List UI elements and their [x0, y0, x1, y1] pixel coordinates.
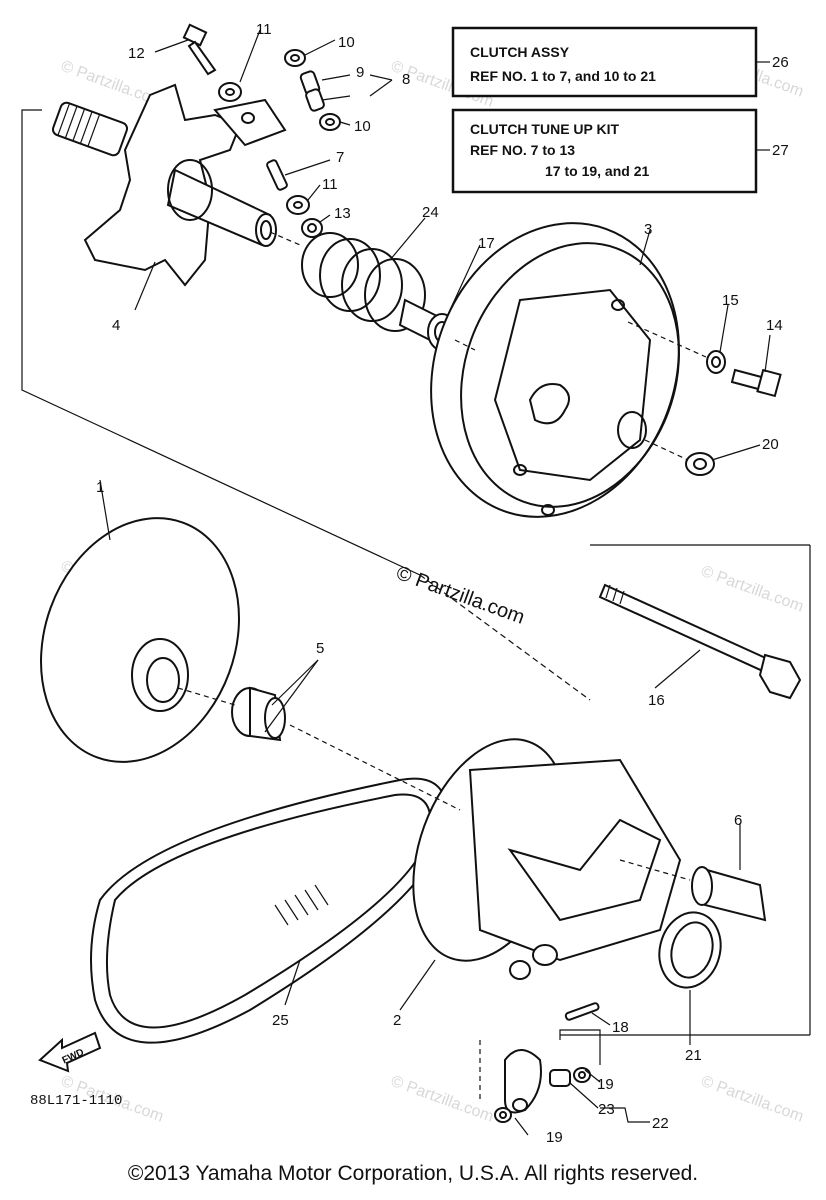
partzilla-watermark: © Partzilla.com	[393, 562, 527, 629]
part-11-washer-lower	[286, 195, 310, 215]
part-23-roller	[549, 1069, 571, 1087]
callout-16: 16	[648, 692, 665, 709]
part-6-sleeve	[691, 866, 767, 922]
callout-24: 24	[422, 204, 439, 221]
callout-22: 22	[652, 1115, 669, 1132]
callout-20: 20	[762, 436, 779, 453]
callout-5: 5	[316, 640, 324, 657]
tune-up-kit-ref-2: 17 to 19, and 21	[545, 163, 649, 179]
part-7-pin	[266, 159, 288, 191]
part-2-movable-sheave	[412, 738, 682, 980]
callout-27: 27	[772, 142, 789, 159]
diagram-code: 88L171-1110	[30, 1093, 122, 1109]
leader-lines	[99, 29, 771, 1136]
callout-15: 15	[722, 292, 739, 309]
part-19-washer-upper	[573, 1067, 591, 1083]
callout-23: 23	[598, 1101, 615, 1118]
part-24-spring	[301, 232, 426, 332]
part-1-fixed-sheave	[40, 517, 240, 763]
part-22-arm	[504, 1049, 542, 1114]
callout-11-bottom: 11	[322, 176, 338, 193]
part-14-bolt	[730, 368, 782, 398]
part-3-cover	[430, 222, 680, 518]
callout-26: 26	[772, 54, 789, 71]
callout-8: 8	[402, 71, 410, 88]
fwd-arrow-icon: FWD	[38, 1031, 102, 1073]
tune-up-kit-box: CLUTCH TUNE UP KIT REF NO. 7 to 13 17 to…	[451, 108, 789, 194]
callout-1: 1	[96, 479, 104, 496]
copyright-footer: ©2013 Yamaha Motor Corporation, U.S.A. A…	[127, 1162, 699, 1185]
part-21-seal	[658, 911, 722, 989]
part-9-rollers	[299, 70, 325, 112]
callout-12: 12	[128, 45, 145, 62]
clutch-assy-box: CLUTCH ASSY REF NO. 1 to 7, and 10 to 21…	[451, 26, 789, 98]
callout-numbers: 12 11 10 9 8 10 7 11 13 24 17 3 15 14 20…	[96, 21, 783, 1146]
callout-7: 7	[336, 149, 344, 166]
callout-25: 25	[272, 1012, 289, 1029]
part-25-belt	[90, 777, 448, 1044]
tune-up-kit-ref-1: REF NO. 7 to 13	[470, 142, 575, 158]
part-4-spider-hub	[51, 83, 287, 287]
callout-18: 18	[612, 1019, 629, 1036]
callout-19-top: 19	[597, 1076, 614, 1093]
callout-21: 21	[685, 1047, 702, 1064]
clutch-assy-ref: REF NO. 1 to 7, and 10 to 21	[470, 68, 656, 84]
watermark: © Partzilla.com	[699, 1073, 806, 1126]
assembly-outline	[21, 109, 811, 1036]
callout-17: 17	[478, 235, 495, 252]
watermark: © Partzilla.com	[699, 563, 806, 616]
callout-10-bottom: 10	[354, 118, 371, 135]
part-12-bolt	[182, 23, 217, 76]
clutch-assy-title: CLUTCH ASSY	[470, 44, 570, 60]
part-18-pin	[564, 1002, 600, 1021]
part-10-washer-lower	[319, 113, 341, 131]
part-15-washer	[706, 350, 726, 374]
callout-14: 14	[766, 317, 783, 334]
part-19-washer-lower	[494, 1107, 512, 1123]
part-11-washer-upper	[218, 82, 242, 102]
callout-4: 4	[112, 317, 120, 334]
clutch-exploded-diagram: © Partzilla.com © Partzilla.com © Partzi…	[21, 21, 811, 1146]
part-20-washer	[685, 452, 715, 476]
callout-9: 9	[356, 64, 364, 81]
part-16-long-bolt	[598, 583, 802, 700]
callout-19-bottom: 19	[546, 1129, 563, 1146]
part-13-nut	[301, 218, 323, 238]
callout-2: 2	[393, 1012, 401, 1029]
callout-10-top: 10	[338, 34, 355, 51]
callout-11-top: 11	[256, 21, 272, 38]
part-10-washer-upper	[284, 49, 306, 67]
callout-13: 13	[334, 205, 351, 222]
part-5-bushing	[231, 686, 286, 742]
callout-6: 6	[734, 812, 742, 829]
callout-3: 3	[644, 221, 652, 238]
tune-up-kit-title: CLUTCH TUNE UP KIT	[470, 121, 620, 137]
